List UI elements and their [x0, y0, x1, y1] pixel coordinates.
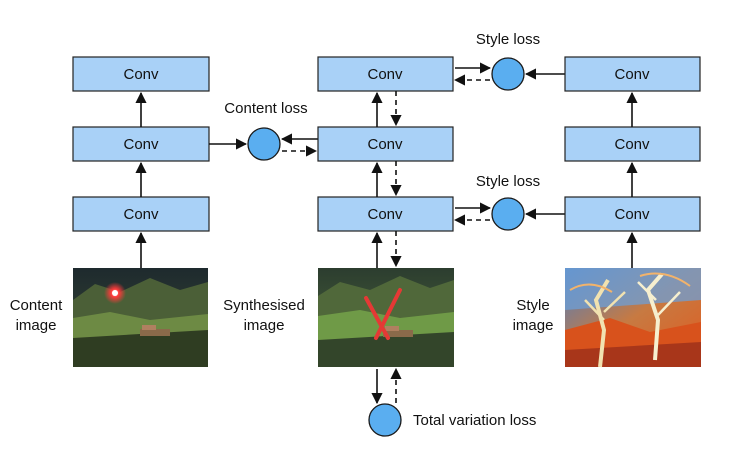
content-conv-mid-label: Conv	[123, 136, 159, 153]
content-conv-bottom-label: Conv	[123, 206, 159, 223]
style-loss-mid-label: Style loss	[476, 173, 540, 190]
content-column: Conv Conv Conv Content image	[10, 56, 210, 367]
synth-conv-bottom-label: Conv	[367, 206, 403, 223]
total-variation-loss-node	[368, 403, 402, 437]
synth-image-cross-mark-b	[374, 288, 402, 340]
style-image-caption-2: image	[513, 317, 554, 334]
style-loss-top-label: Style loss	[476, 31, 540, 48]
synth-conv-mid	[317, 126, 454, 162]
synth-image-caption-2: image	[244, 317, 285, 334]
style-conv-mid	[564, 126, 701, 162]
synth-image-caption-1: Synthesised	[223, 297, 305, 314]
content-conv-top-label: Conv	[123, 66, 159, 83]
style-loss-mid-group: Style loss	[453, 173, 565, 231]
synth-conv-bottom	[317, 196, 454, 232]
content-conv-top	[72, 56, 210, 92]
content-loss-label: Content loss	[224, 100, 307, 117]
content-conv-mid	[72, 126, 210, 162]
synth-conv-top	[317, 56, 454, 92]
content-loss-group: Content loss	[209, 100, 318, 161]
style-column: Conv Conv Conv Style image	[513, 56, 701, 368]
style-conv-mid-label: Conv	[614, 136, 650, 153]
style-image-caption-1: Style	[516, 297, 549, 314]
style-loss-top-node	[491, 57, 525, 91]
synth-image-cross-mark-a	[364, 296, 390, 340]
style-conv-bottom-label: Conv	[614, 206, 650, 223]
style-loss-mid-node	[491, 197, 525, 231]
style-conv-top	[564, 56, 701, 92]
style-image	[565, 268, 701, 368]
synth-image	[318, 268, 454, 367]
synth-column: Conv Conv Conv Synthesised image T	[223, 56, 536, 437]
style-loss-top-group: Style loss	[453, 31, 565, 91]
synth-conv-mid-label: Conv	[367, 136, 403, 153]
total-variation-loss-label: Total variation loss	[413, 412, 536, 429]
style-conv-top-label: Conv	[614, 66, 650, 83]
content-image-caption-1: Content	[10, 297, 63, 314]
content-image	[73, 268, 208, 367]
content-image-caption-2: image	[16, 317, 57, 334]
synth-conv-top-label: Conv	[367, 66, 403, 83]
style-conv-bottom	[564, 196, 701, 232]
content-loss-node	[247, 127, 281, 161]
